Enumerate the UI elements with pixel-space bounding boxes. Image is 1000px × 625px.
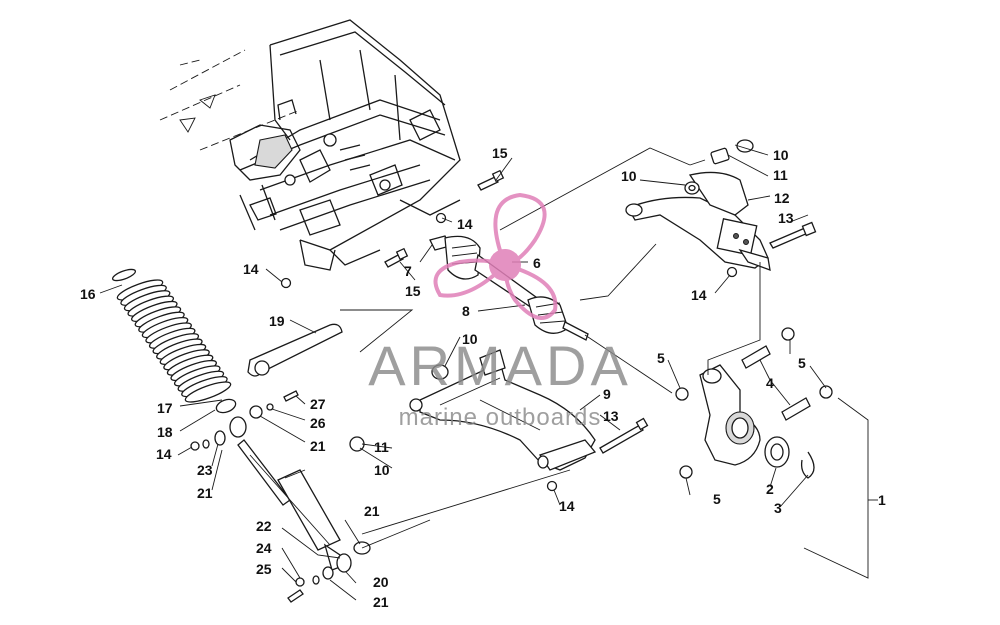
callout-14: 14 <box>457 216 473 232</box>
callout-4: 4 <box>766 375 774 391</box>
callout-14: 14 <box>691 287 707 303</box>
upper-a-arm <box>625 139 817 278</box>
callout-1: 1 <box>878 492 886 508</box>
callout-17: 17 <box>157 400 173 416</box>
callout-18: 18 <box>157 424 173 440</box>
callout-10: 10 <box>374 462 390 478</box>
watermark-tagline: marine outboards <box>399 404 602 431</box>
callout-27: 27 <box>310 396 326 412</box>
callout-7: 7 <box>404 263 412 279</box>
hub-knuckle <box>675 327 833 479</box>
leader-lines <box>99 144 878 601</box>
spring-coil <box>184 381 232 403</box>
callout-22: 22 <box>256 518 272 534</box>
callout-2: 2 <box>766 481 774 497</box>
callout-8: 8 <box>462 303 470 319</box>
callout-14: 14 <box>243 261 259 277</box>
callout-labels: 1 2 3 4 5 5 5 6 7 8 9 10 10 10 10 11 11 … <box>80 145 886 610</box>
callout-10: 10 <box>621 168 637 184</box>
callout-25: 25 <box>256 561 272 577</box>
callout-21: 21 <box>310 438 326 454</box>
callout-6: 6 <box>533 255 541 271</box>
callout-24: 24 <box>256 540 272 556</box>
callout-19: 19 <box>269 313 285 329</box>
callout-11: 11 <box>773 167 788 183</box>
callout-13: 13 <box>778 210 794 226</box>
callout-9: 9 <box>603 386 611 402</box>
watermark-logo-icon <box>433 192 558 320</box>
callout-16: 16 <box>80 286 96 302</box>
callout-5: 5 <box>798 355 806 371</box>
callout-10: 10 <box>773 147 789 163</box>
callout-21: 21 <box>373 594 389 610</box>
callout-13: 13 <box>603 408 619 424</box>
callout-21: 21 <box>197 485 213 501</box>
callout-5: 5 <box>713 491 721 507</box>
shock-absorber <box>229 416 371 603</box>
spanner-wrench <box>247 323 343 377</box>
callout-20: 20 <box>373 574 389 590</box>
callout-10: 10 <box>462 331 478 347</box>
callout-14: 14 <box>156 446 172 462</box>
callout-3: 3 <box>774 500 782 516</box>
callout-21: 21 <box>364 503 380 519</box>
callout-15: 15 <box>405 283 421 299</box>
watermark-brand: ARMADA <box>368 334 632 397</box>
bolt-15-lower <box>280 212 447 289</box>
coil-spring <box>111 268 232 403</box>
callout-23: 23 <box>197 462 213 478</box>
frame-assembly <box>159 19 461 271</box>
callout-12: 12 <box>774 190 790 206</box>
upper-shock-hardware <box>190 390 299 451</box>
callout-15: 15 <box>492 145 508 161</box>
callout-26: 26 <box>310 415 326 431</box>
callout-5: 5 <box>657 350 665 366</box>
callout-14: 14 <box>559 498 575 514</box>
bolt-15-upper <box>477 169 505 191</box>
spring-retainer <box>215 398 237 414</box>
lower-a-arm <box>349 349 649 492</box>
callout-11: 11 <box>374 439 389 455</box>
